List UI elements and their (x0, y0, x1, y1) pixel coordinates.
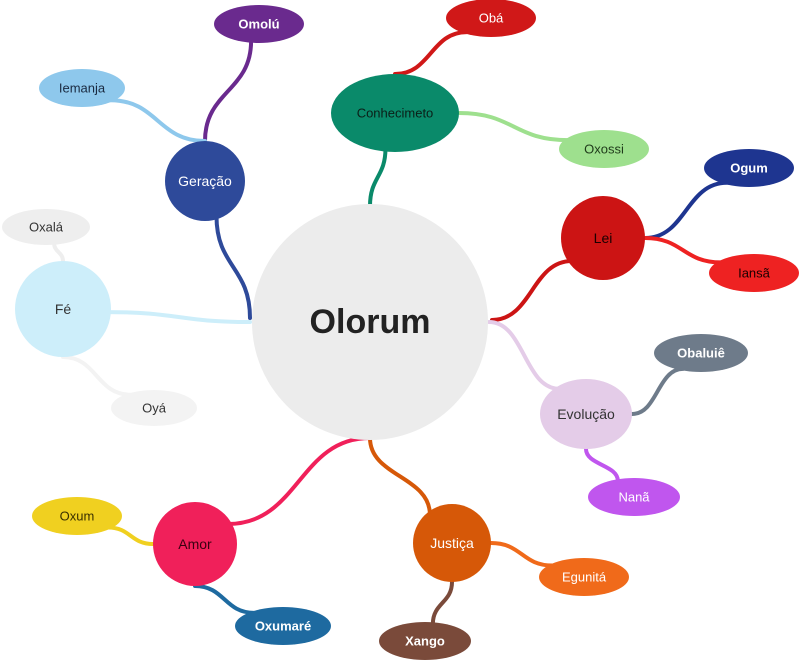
node-conhecimento: Conhecimeto (331, 74, 459, 152)
node-oxossi: Oxossi (559, 130, 649, 168)
connector-lei (490, 258, 574, 322)
node-label-justica: Justiça (430, 535, 474, 551)
connector-oxumare (193, 584, 256, 615)
connector-egunita (489, 541, 555, 568)
node-shape-ogum (704, 149, 794, 187)
connector-conhecimento (368, 146, 388, 208)
node-label-oxossi: Oxossi (584, 142, 624, 157)
node-shape-lei (561, 196, 645, 280)
node-shape-conhecimento (331, 74, 459, 152)
node-label-ogum: Ogum (730, 161, 768, 176)
node-label-oxala: Oxalá (29, 220, 64, 235)
node-shape-iemanja (39, 69, 125, 107)
connector-omolu (203, 39, 254, 143)
node-shape-oxum (32, 497, 122, 535)
node-omolu: Omolú (214, 5, 304, 43)
node-label-oxumare: Oxumaré (255, 619, 311, 634)
connector-oxum (106, 525, 155, 546)
connector-iemanja (108, 98, 207, 143)
connector-xango (430, 580, 454, 626)
node-shape-justica (413, 504, 491, 582)
node-justica: Justiça (413, 504, 491, 582)
node-amor: Amor (153, 502, 237, 586)
connector-layer (52, 30, 729, 626)
node-shape-omolu (214, 5, 304, 43)
connector-geracao (214, 213, 252, 320)
connector-oxala (52, 241, 65, 263)
node-lei: Lei (561, 196, 645, 280)
connector-iansa (643, 236, 724, 265)
node-nana: Nanã (588, 478, 680, 516)
connector-obaluie (630, 366, 686, 416)
connector-evolucao (487, 320, 562, 391)
node-xango: Xango (379, 622, 471, 660)
node-oya: Oyá (111, 390, 197, 426)
node-shape-oxossi (559, 130, 649, 168)
node-oxum: Oxum (32, 497, 122, 535)
node-iemanja: Iemanja (39, 69, 125, 107)
connector-oba (393, 30, 469, 76)
connector-oxossi (457, 111, 571, 143)
node-label-omolu: Omolú (238, 17, 279, 32)
node-label-olorum: Olorum (310, 303, 431, 341)
node-shape-oya (111, 390, 197, 426)
node-evolucao: Evolução (540, 379, 632, 449)
node-shape-oxumare (235, 607, 331, 645)
connector-justica (368, 436, 432, 517)
node-label-nana: Nanã (618, 490, 650, 505)
node-label-geracao: Geração (178, 173, 232, 189)
node-oxala: Oxalá (2, 209, 90, 245)
node-label-xango: Xango (405, 634, 445, 649)
node-shape-oxala (2, 209, 90, 245)
node-shape-nana (588, 478, 680, 516)
node-label-lei: Lei (594, 230, 613, 246)
node-shape-amor (153, 502, 237, 586)
node-label-iansa: Iansã (738, 266, 771, 281)
node-label-oya: Oyá (142, 401, 167, 416)
node-oxumare: Oxumaré (235, 607, 331, 645)
node-shape-fe (15, 261, 111, 357)
node-label-iemanja: Iemanja (59, 81, 106, 96)
node-label-obaluie: Obaluiê (677, 346, 725, 361)
node-shape-geracao (165, 141, 245, 221)
node-label-oba: Obá (479, 11, 504, 26)
connector-fe (105, 310, 252, 324)
node-shape-iansa (709, 254, 799, 292)
node-shape-obaluie (654, 334, 748, 372)
connector-nana (584, 447, 620, 483)
node-iansa: Iansã (709, 254, 799, 292)
node-olorum: Olorum (252, 204, 488, 440)
node-shape-olorum (252, 204, 488, 440)
node-label-fe: Fé (55, 301, 72, 317)
node-label-evolucao: Evolução (557, 406, 615, 422)
node-shape-evolucao (540, 379, 632, 449)
node-shape-oba (446, 0, 536, 37)
node-ogum: Ogum (704, 149, 794, 187)
node-oba: Obá (446, 0, 536, 37)
connector-oya (61, 355, 133, 397)
node-fe: Fé (15, 261, 111, 357)
node-label-oxum: Oxum (60, 509, 95, 524)
connector-ogum (643, 180, 729, 240)
node-shape-egunita (539, 558, 629, 596)
connector-amor (226, 436, 372, 526)
node-label-conhecimento: Conhecimeto (357, 106, 434, 121)
node-geracao: Geração (165, 141, 245, 221)
node-egunita: Egunitá (539, 558, 629, 596)
node-label-egunita: Egunitá (562, 570, 607, 585)
node-obaluie: Obaluiê (654, 334, 748, 372)
node-shape-xango (379, 622, 471, 660)
node-label-amor: Amor (178, 536, 212, 552)
